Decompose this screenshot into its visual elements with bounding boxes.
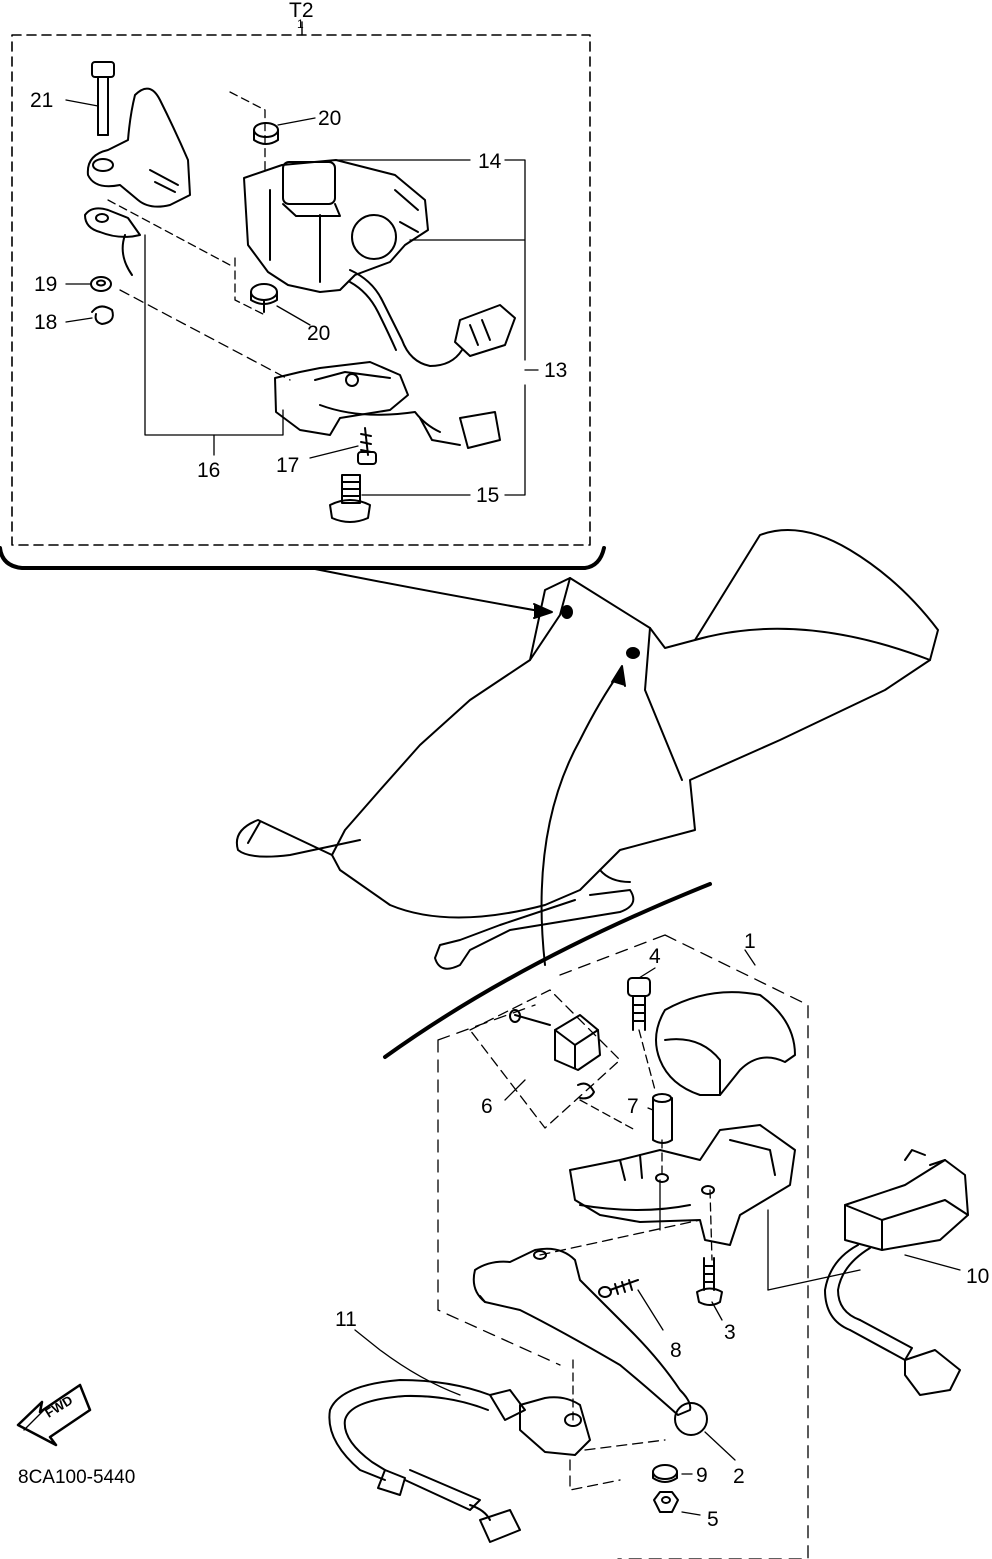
callout-17: 17	[276, 454, 300, 477]
callout-18: 18	[34, 311, 58, 334]
inset-leader-lines	[65, 99, 539, 496]
inset-title: T2	[289, 0, 314, 22]
callout-10: 10	[966, 1265, 990, 1288]
callout-15: 15	[476, 484, 500, 507]
callout-1: 1	[744, 930, 756, 953]
callout-7: 7	[627, 1095, 639, 1118]
callout-4: 4	[649, 945, 661, 968]
grommet-20-top	[253, 122, 279, 145]
screw-8	[598, 1279, 639, 1298]
collar-7	[652, 1093, 673, 1176]
housing-16	[274, 361, 501, 449]
callout-20-bottom: 20	[307, 322, 331, 345]
callout-14: 14	[478, 150, 502, 173]
bolt-3	[696, 1257, 723, 1306]
callout-9: 9	[696, 1464, 708, 1487]
washer-19	[90, 276, 112, 292]
callout-2: 2	[733, 1465, 745, 1488]
lower-leader-lines	[354, 949, 961, 1516]
callout-5: 5	[707, 1508, 719, 1531]
callout-21: 21	[30, 89, 54, 112]
lever-cover	[655, 991, 796, 1096]
inset-marker: 1	[297, 17, 304, 31]
sensor-11	[328, 1354, 666, 1543]
switch-unit-14	[243, 159, 516, 367]
lever-assembly-box	[437, 934, 809, 1559]
detent-group-6	[469, 989, 636, 1131]
lever-2	[472, 1219, 708, 1436]
callout-16: 16	[197, 459, 221, 482]
bolt-4	[627, 977, 656, 1091]
callout-6: 6	[481, 1095, 493, 1118]
module-10	[824, 1149, 969, 1396]
callout-20-top: 20	[318, 107, 342, 130]
detail-inset	[0, 21, 606, 570]
screw-17	[357, 427, 377, 465]
drawing-code: 8CA100-5440	[18, 1467, 136, 1488]
callout-13: 13	[544, 359, 568, 382]
lock-washer-18	[91, 305, 114, 325]
callout-11: 11	[335, 1308, 357, 1331]
callout-3: 3	[724, 1321, 736, 1344]
washer-9	[652, 1464, 678, 1483]
bolt-21	[91, 61, 115, 136]
bolt-15	[329, 474, 371, 523]
inset-bracket	[84, 87, 291, 381]
fwd-arrow-icon	[16, 1383, 92, 1447]
callout-8: 8	[670, 1339, 682, 1362]
lever-bracket	[569, 1124, 861, 1291]
grommet-20-bottom	[250, 283, 278, 313]
callout-19: 19	[34, 273, 58, 296]
snowmobile-outline	[236, 529, 939, 1059]
nut-5	[653, 1491, 679, 1513]
